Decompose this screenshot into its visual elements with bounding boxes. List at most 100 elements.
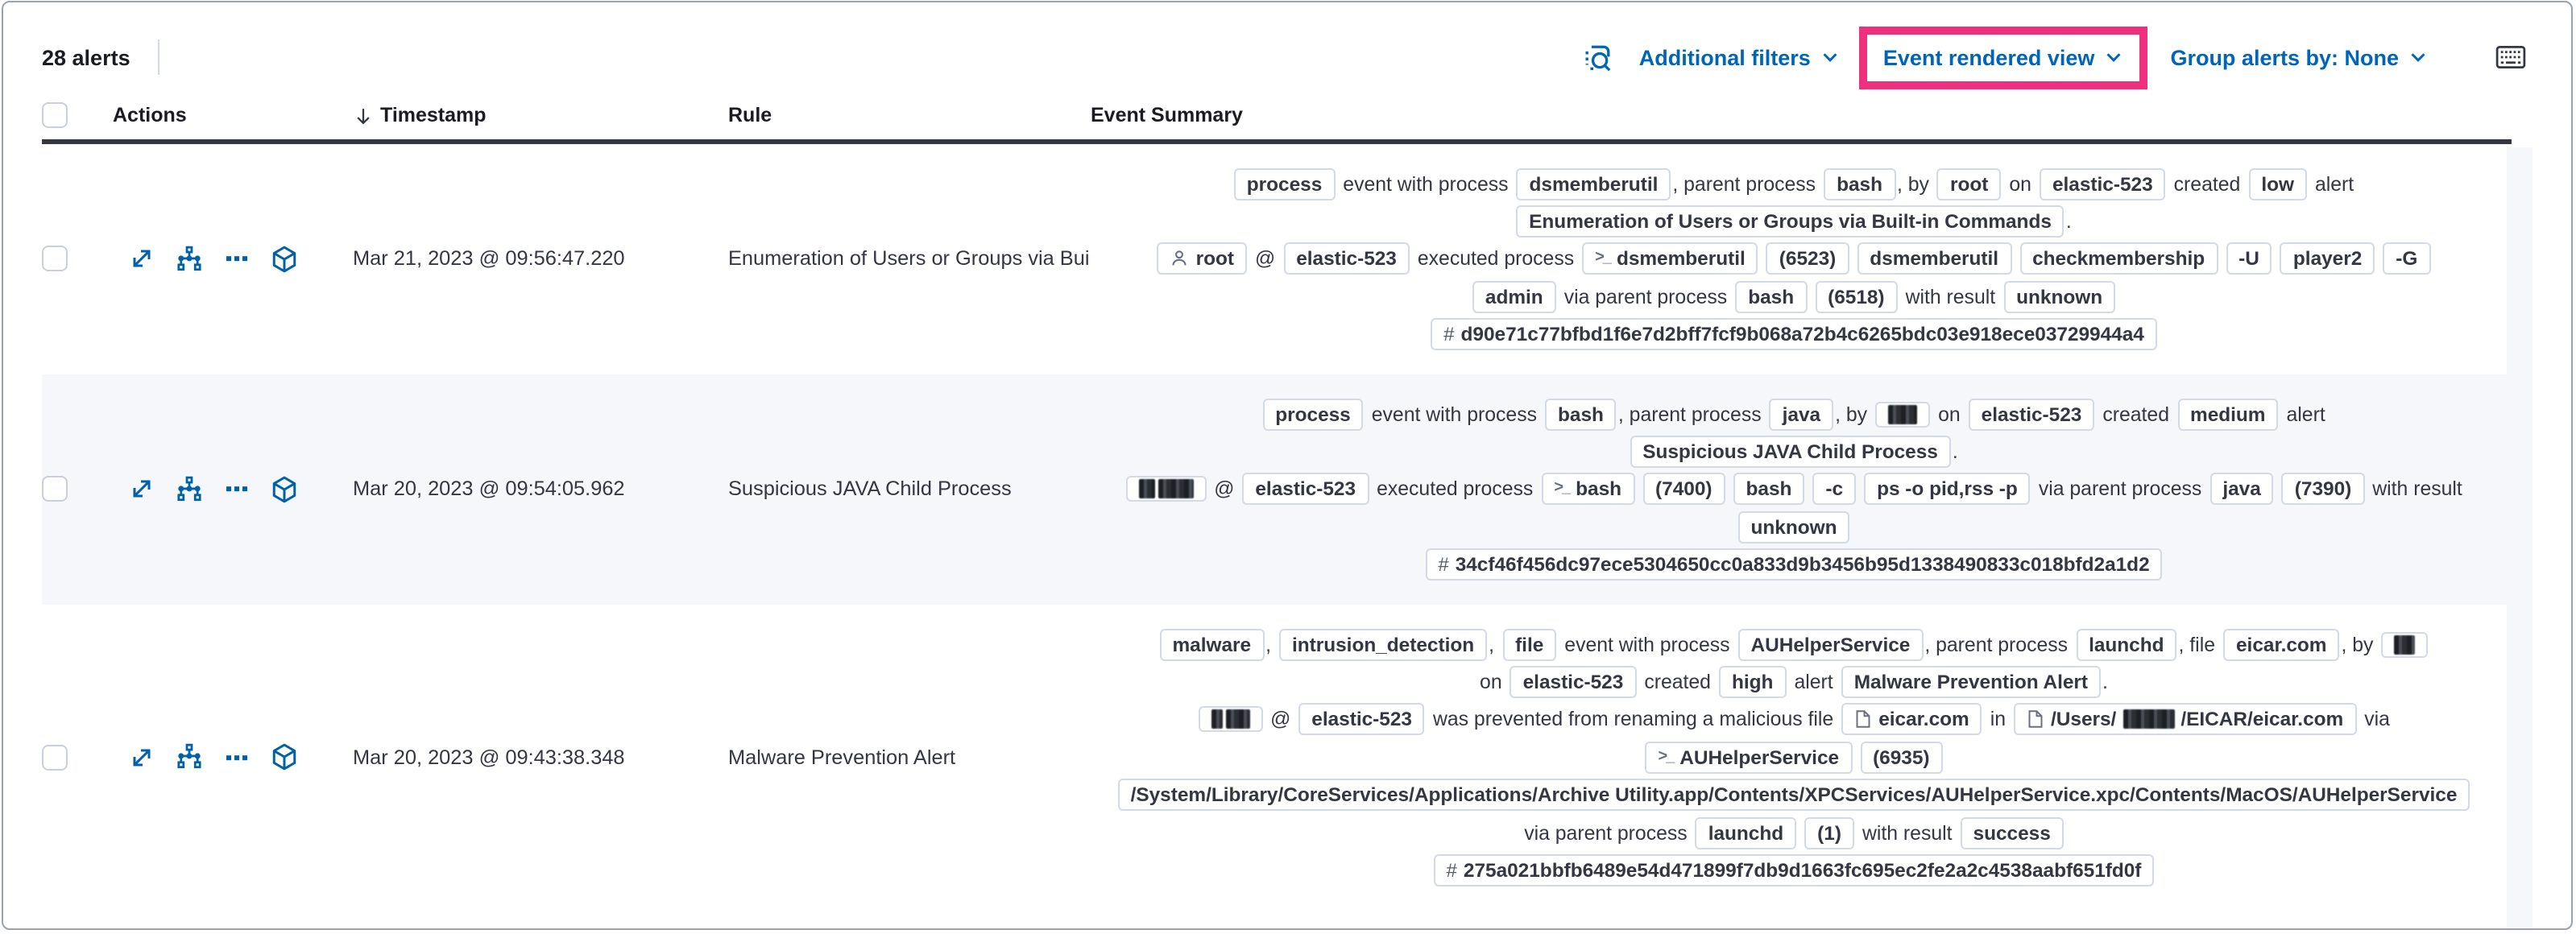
summary-badge: elastic-523	[1968, 398, 2095, 431]
summary-text: , by	[1897, 172, 1929, 196]
summary-text: on	[1480, 670, 1502, 693]
summary-text: created	[2173, 172, 2241, 196]
summary-text: , parent process	[1617, 403, 1762, 426]
session-view-icon[interactable]	[271, 744, 298, 771]
summary-badge: #34cf46f456dc97ece5304650cc0a833d9b3456b…	[1425, 548, 2163, 581]
summary-badge: intrusion_detection	[1278, 628, 1488, 661]
summary-line: Enumeration of Users or Groups via Built…	[1076, 203, 2512, 241]
hash-icon: #	[1443, 323, 1455, 346]
expand-alert-icon[interactable]	[129, 477, 155, 502]
session-view-icon[interactable]	[271, 476, 298, 503]
rule-name: Malware Prevention Alert	[728, 746, 956, 769]
timestamp-value: Mar 20, 2023 @ 09:43:38.348	[353, 746, 625, 769]
more-actions-icon[interactable]	[224, 745, 250, 771]
group-alerts-by-button[interactable]: Group alerts by: None	[2170, 45, 2428, 69]
analyze-event-icon[interactable]	[176, 476, 203, 503]
alerts-rows: Mar 21, 2023 @ 09:56:47.220 Enumeration o…	[42, 144, 2512, 910]
more-actions-icon[interactable]	[224, 246, 250, 272]
expand-alert-icon[interactable]	[129, 745, 155, 771]
summary-text: created	[2102, 403, 2170, 426]
keyboard-shortcuts-icon[interactable]	[2495, 44, 2526, 70]
summary-text: event with process	[1371, 403, 1537, 426]
summary-text: executed process	[1377, 477, 1534, 501]
row-actions	[113, 246, 298, 273]
redacted-value	[2123, 709, 2175, 729]
summary-line: #34cf46f456dc97ece5304650cc0a833d9b3456b…	[1076, 546, 2512, 584]
summary-text: ,	[1489, 633, 1495, 656]
summary-badge: eicar.com	[2223, 628, 2340, 661]
summary-badge	[1125, 476, 1207, 502]
summary-badge: success	[1960, 816, 2064, 849]
chevron-down-icon	[2411, 53, 2425, 62]
redacted-value	[1888, 404, 1918, 424]
inspect-icon[interactable]	[1583, 42, 1613, 72]
summary-badge: unknown	[1737, 510, 1850, 543]
summary-badge: bash	[1735, 280, 1808, 313]
analyze-event-icon[interactable]	[176, 246, 203, 273]
summary-badge	[2381, 631, 2429, 658]
doc-icon	[1854, 710, 1872, 729]
summary-badge: (6518)	[1815, 280, 1898, 313]
summary-badge: launchd	[2076, 628, 2177, 661]
event-rendered-view-button[interactable]: Event rendered view	[1883, 45, 2124, 69]
summary-text: ,	[1265, 633, 1271, 656]
chevron-down-icon	[2106, 53, 2121, 62]
row-checkbox[interactable]	[42, 246, 68, 272]
analyze-event-icon[interactable]	[176, 744, 203, 771]
summary-badge: root	[1936, 167, 2002, 200]
summary-badge: malware	[1159, 628, 1265, 661]
summary-text: .	[1952, 440, 1958, 464]
hash-icon: #	[1438, 553, 1449, 577]
summary-text: event with process	[1343, 172, 1509, 196]
row-checkbox[interactable]	[42, 744, 68, 771]
summary-badge: eicar.com	[1841, 703, 1982, 736]
column-header-event-summary[interactable]: Event Summary	[1091, 104, 1243, 126]
summary-badge: (1)	[1804, 816, 1854, 849]
expand-alert-icon[interactable]	[129, 246, 155, 272]
doc-icon	[2027, 710, 2044, 729]
column-header-actions[interactable]: Actions	[113, 104, 187, 126]
terminal-icon: >_	[1658, 747, 1675, 766]
summary-badge: java	[2209, 473, 2274, 506]
summary-text: with result	[1905, 285, 1996, 308]
row-checkbox[interactable]	[42, 476, 68, 502]
summary-badge: process	[1233, 167, 1336, 200]
summary-text: @	[1255, 247, 1276, 271]
summary-badge: bash	[1545, 398, 1617, 431]
vertical-scrollbar[interactable]	[2507, 147, 2533, 928]
summary-text: with result	[2372, 477, 2462, 501]
summary-badge: dsmemberutil	[1516, 167, 1671, 200]
summary-badge: player2	[2280, 242, 2375, 275]
more-actions-icon[interactable]	[224, 477, 250, 502]
timestamp-value: Mar 20, 2023 @ 09:54:05.962	[353, 477, 625, 501]
column-header-rule[interactable]: Rule	[728, 104, 772, 126]
summary-text: on	[2009, 172, 2031, 196]
summary-text: alert	[2286, 403, 2325, 426]
group-alerts-by-label: Group alerts by: None	[2170, 45, 2399, 69]
session-view-icon[interactable]	[271, 246, 298, 273]
select-all-checkbox[interactable]	[42, 102, 68, 128]
summary-badge: Suspicious JAVA Child Process	[1630, 436, 1951, 469]
user-icon	[1170, 250, 1190, 269]
timestamp-value: Mar 21, 2023 @ 09:56:47.220	[353, 247, 625, 271]
column-header-timestamp[interactable]: Timestamp	[342, 104, 715, 126]
summary-badge: Malware Prevention Alert	[1841, 665, 2102, 698]
summary-badge: elastic-523	[1283, 242, 1410, 275]
summary-text: , by	[2341, 633, 2374, 656]
summary-badge: #d90e71c77bfbd1f6e7d2bff7fcf9b068a72b4c6…	[1431, 318, 2157, 351]
rule-name: Enumeration of Users or Groups via Bui	[728, 247, 1090, 271]
summary-text: via parent process	[1524, 821, 1688, 845]
redacted-value	[1211, 709, 1250, 729]
additional-filters-button[interactable]: Additional filters	[1639, 45, 1840, 69]
summary-line: #d90e71c77bfbd1f6e7d2bff7fcf9b068a72b4c6…	[1076, 316, 2512, 353]
summary-badge: bash	[1824, 167, 1895, 200]
